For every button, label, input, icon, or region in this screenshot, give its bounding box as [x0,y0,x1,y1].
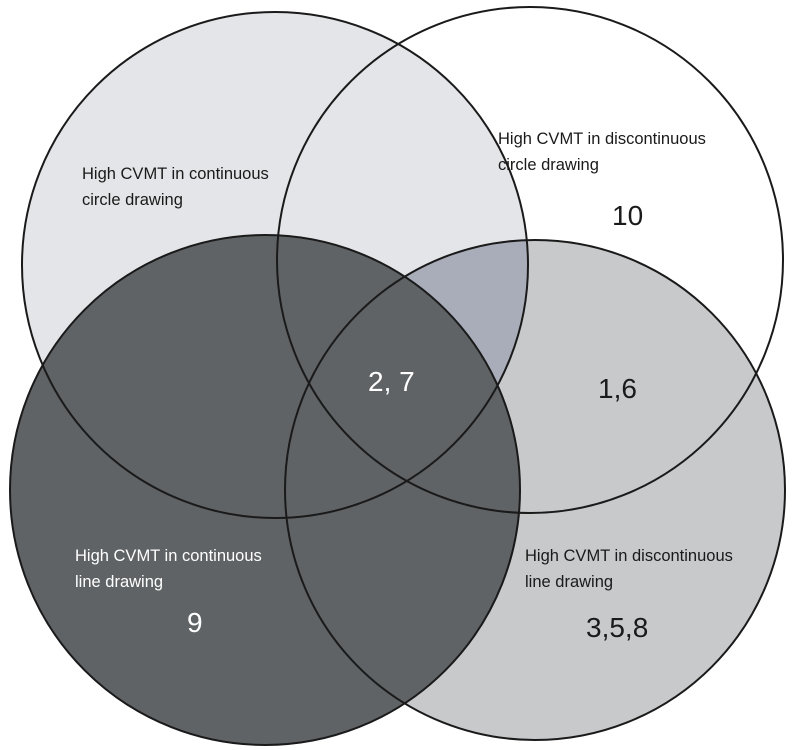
discontinuous-line-outline [284,239,786,741]
region-value-continuous-line-only: 9 [187,607,203,638]
continuous-circle-outline [21,11,529,519]
discontinuous-circle-label: High CVMT in discontinuous circle drawin… [498,130,710,174]
continuous-line-label-line-2: line drawing [75,573,163,591]
circle-outlines [9,6,786,746]
continuous-line-label-line-1: High CVMT in continuous [75,547,262,565]
region-value-discontinuous-circle-only: 10 [612,200,643,231]
discontinuous-circle-label-line-2: circle drawing [498,156,599,174]
continuous-line-set [10,235,520,745]
discontinuous-line-label: High CVMT in discontinuous line drawing [525,547,737,591]
discontinuous-circle-outline [276,6,784,514]
discontinuous-line-label-line-2: line drawing [525,573,613,591]
continuous-circle-label: High CVMT in continuous circle drawing [82,165,273,209]
continuous-circle-label-line-1: High CVMT in continuous [82,165,269,183]
region-value-discontinuous-circle-and-line: 1,6 [598,373,637,404]
continuous-line-label: High CVMT in continuous line drawing [75,547,266,591]
discontinuous-line-label-line-1: High CVMT in discontinuous [525,547,733,565]
continuous-circle-label-line-2: circle drawing [82,191,183,209]
discontinuous-circle-label-line-1: High CVMT in discontinuous [498,130,706,148]
region-value-discontinuous-line-only: 3,5,8 [586,612,648,643]
region-value-center: 2, 7 [368,366,415,397]
continuous-line-outline [9,234,521,746]
